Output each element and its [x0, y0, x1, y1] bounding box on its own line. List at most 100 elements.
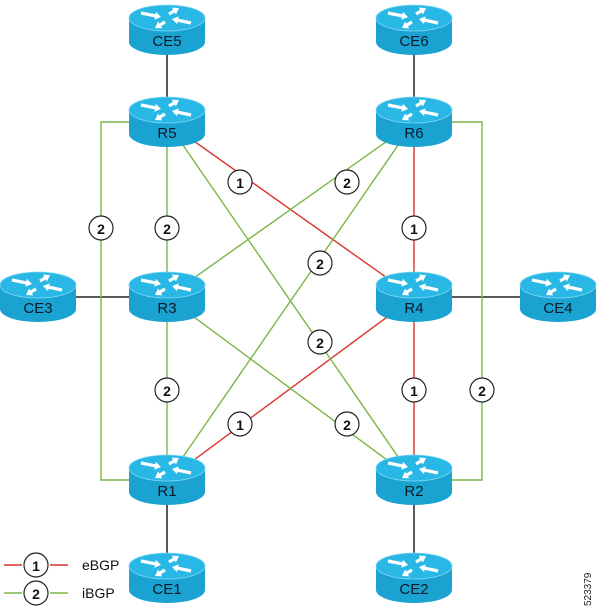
ibgp-badge: 2: [469, 377, 495, 403]
legend-item-ebgp: 1 eBGP: [4, 552, 119, 578]
link-r6-r1-ibgp: [166, 121, 415, 481]
ibgp-badge: 2: [334, 169, 360, 195]
router-ce3[interactable]: CE3: [0, 271, 77, 322]
router-label: R1: [157, 483, 176, 500]
router-arrows-icon: [387, 7, 439, 29]
badge-circle: [401, 215, 427, 241]
badge-circle: [154, 377, 180, 403]
ibgp-badge: 2: [307, 250, 333, 276]
legend-ebgp-badge: [23, 552, 49, 578]
router-label: CE5: [152, 33, 181, 50]
legend-ebgp-badge-text: 1: [32, 558, 40, 574]
router-arrows-icon: [140, 555, 192, 577]
router-arrows-icon: [140, 7, 192, 29]
legend-ibgp-badge-text: 2: [32, 586, 40, 602]
router-r3[interactable]: R3: [128, 271, 206, 322]
router-arrows-icon: [140, 274, 192, 296]
router-label: CE3: [23, 300, 52, 317]
badge-number: 1: [236, 417, 244, 433]
legend-ebgp-label: eBGP: [82, 557, 119, 573]
router-top: [128, 271, 206, 299]
badge-number: 1: [410, 383, 418, 399]
router-ce2[interactable]: CE2: [375, 552, 453, 603]
badge-circle: [401, 377, 427, 403]
router-label: R6: [404, 125, 423, 142]
link-r6-r3-ibgp: [166, 121, 415, 298]
badge-number: 2: [478, 383, 486, 399]
router-label: CE4: [543, 300, 572, 317]
router-arrows-icon: [387, 555, 439, 577]
badge-circle: [334, 411, 360, 437]
badge-number: 2: [163, 383, 171, 399]
router-label: R5: [157, 125, 176, 142]
badge-circle: [88, 215, 114, 241]
router-top: [375, 96, 453, 124]
router-label: CE6: [399, 33, 428, 50]
router-ce1[interactable]: CE1: [128, 552, 206, 603]
badge-number: 2: [316, 335, 324, 351]
router-label: R2: [404, 483, 423, 500]
badge-number: 1: [410, 221, 418, 237]
ibgp-badge: 2: [154, 215, 180, 241]
link-r5-r1-ibgp: [100, 121, 129, 481]
badge-number: 1: [236, 175, 244, 191]
badge-circle: [154, 215, 180, 241]
badge-number: 2: [163, 221, 171, 237]
legend: 1 eBGP 2 iBGP: [4, 552, 119, 606]
router-top: [375, 271, 453, 299]
router-r1[interactable]: R1: [128, 454, 206, 505]
router-label: R4: [404, 300, 423, 317]
router-label: CE2: [399, 581, 428, 598]
router-arrows-icon: [140, 457, 192, 479]
router-r6[interactable]: R6: [375, 96, 453, 147]
badge-number: 2: [343, 417, 351, 433]
badges-layer: 1 1 1 1 2 2 2 2 2 2 2 2: [88, 169, 495, 437]
links-layer: [38, 30, 558, 578]
router-top: [375, 4, 453, 32]
router-ce4[interactable]: CE4: [519, 271, 597, 322]
router-r2[interactable]: R2: [375, 454, 453, 505]
router-r4[interactable]: R4: [375, 271, 453, 322]
router-arrows-icon: [387, 99, 439, 121]
router-top: [0, 271, 77, 299]
router-top: [128, 454, 206, 482]
badge-number: 2: [316, 256, 324, 272]
legend-ibgp-label: iBGP: [82, 585, 115, 601]
badge-circle: [307, 329, 333, 355]
legend-ibgp-badge: [23, 580, 49, 606]
ebgp-badge: 1: [227, 411, 253, 437]
router-r5[interactable]: R5: [128, 96, 206, 147]
router-top: [128, 4, 206, 32]
ebgp-badge: 1: [401, 377, 427, 403]
router-ce5[interactable]: CE5: [128, 4, 206, 55]
link-r3-r2-ibgp: [166, 296, 415, 481]
ibgp-badge: 2: [154, 377, 180, 403]
badge-circle: [227, 169, 253, 195]
router-arrows-icon: [387, 274, 439, 296]
ebgp-badge: 1: [401, 215, 427, 241]
badge-circle: [307, 250, 333, 276]
router-top: [128, 96, 206, 124]
router-arrows-icon: [531, 274, 583, 296]
ibgp-badge: 2: [88, 215, 114, 241]
router-label: R3: [157, 300, 176, 317]
figure-id: 523379: [583, 572, 594, 606]
badge-circle: [227, 411, 253, 437]
router-arrows-icon: [11, 274, 63, 296]
badge-circle: [469, 377, 495, 403]
router-top: [375, 552, 453, 580]
router-arrows-icon: [140, 99, 192, 121]
badge-number: 2: [97, 221, 105, 237]
link-r6-r2-ibgp: [452, 121, 483, 481]
ibgp-badge: 2: [334, 411, 360, 437]
router-top: [375, 454, 453, 482]
router-ce6[interactable]: CE6: [375, 4, 453, 55]
router-top: [128, 552, 206, 580]
badge-circle: [334, 169, 360, 195]
router-top: [519, 271, 597, 299]
badge-number: 2: [343, 175, 351, 191]
ebgp-badge: 1: [227, 169, 253, 195]
router-label: CE1: [152, 581, 181, 598]
